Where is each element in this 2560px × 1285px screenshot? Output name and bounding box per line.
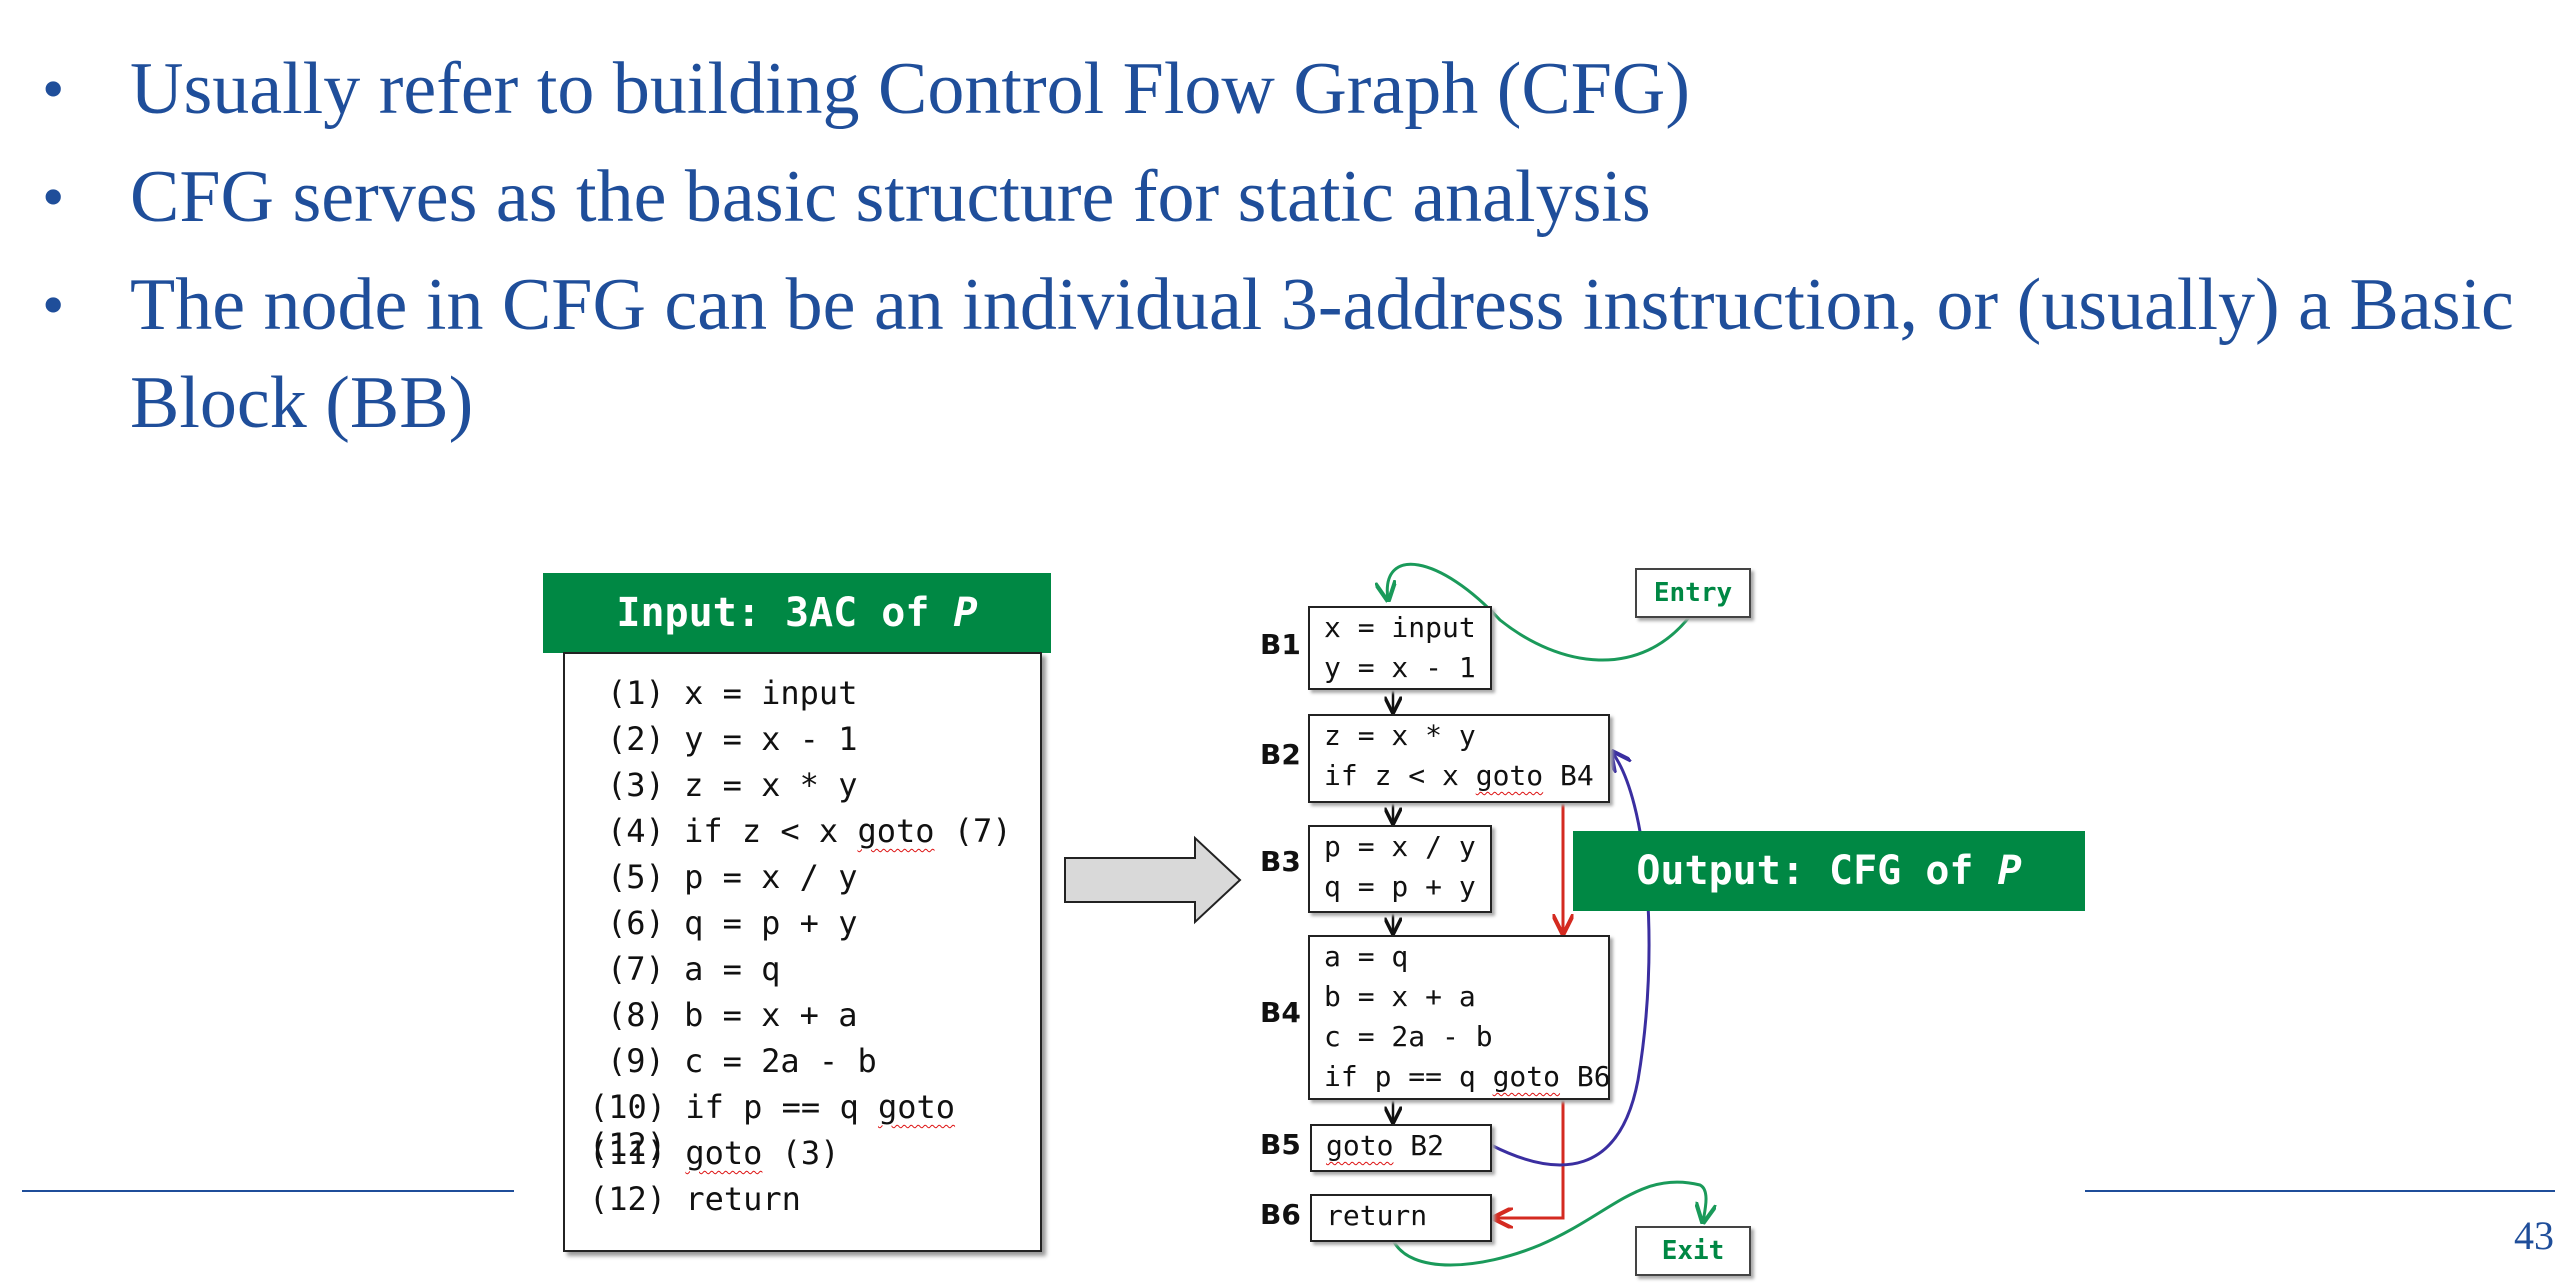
code-line: (1) x = input [607, 674, 858, 712]
code-line: (4) if z < x goto (7) [607, 812, 1012, 850]
edge-entry-b1 [1387, 562, 1692, 662]
code-line: (3) z = x * y [607, 766, 858, 804]
output-header: Output: CFG of P [1573, 831, 2085, 911]
block-line: z = x * y [1324, 719, 1476, 752]
block-line: if p == q goto B6 [1324, 1060, 1611, 1093]
basic-block-b4: a = q b = x + a c = 2a - b if p == q got… [1308, 935, 1611, 1100]
block-line: goto B2 [1326, 1129, 1445, 1162]
block-line: y = x - 1 [1324, 651, 1476, 684]
code-line: (6) q = p + y [607, 904, 858, 942]
edge-b5-b2 [1490, 752, 1651, 1167]
block-label-b5: B5 [1260, 1128, 1301, 1161]
bullet-item: •CFG serves as the basic structure for s… [42, 156, 1651, 238]
edge-b4-b6 [1494, 1097, 1565, 1218]
block-label-b2: B2 [1260, 738, 1301, 771]
block-line: a = q [1324, 940, 1409, 973]
block-line: if z < x goto B4 [1324, 759, 1594, 792]
block-label-b1: B1 [1260, 628, 1301, 661]
bullet-item: •Usually refer to building Control Flow … [42, 48, 1690, 130]
bullet-text: Usually refer to building Control Flow G… [130, 48, 1690, 130]
code-line: (7) a = q [607, 950, 781, 988]
basic-block-b5: goto B2 [1310, 1124, 1492, 1172]
basic-block-b6: return [1310, 1194, 1492, 1242]
edge-b6-exit [1391, 1180, 1706, 1267]
bullet-text: The node in CFG can be an individual 3-a… [130, 264, 2514, 444]
page-number: 43 [2514, 1213, 2554, 1258]
footer-rule-right [2085, 1190, 2555, 1192]
block-line: return [1326, 1199, 1428, 1232]
bullet-text: CFG serves as the basic structure for st… [130, 156, 1651, 238]
block-line: q = p + y [1324, 870, 1476, 903]
code-line: (9) c = 2a - b [607, 1042, 877, 1080]
basic-block-b2: z = x * y if z < x goto B4 [1308, 714, 1610, 803]
block-line: b = x + a [1324, 980, 1476, 1013]
footer-rule-left [22, 1190, 514, 1192]
code-line: (11) goto (3) [589, 1134, 840, 1172]
code-line: (12) return [589, 1180, 801, 1218]
block-line: c = 2a - b [1324, 1020, 1493, 1053]
basic-block-b3: p = x / y q = p + y [1308, 825, 1492, 913]
block-line: x = input [1324, 611, 1476, 644]
block-label-b3: B3 [1260, 845, 1301, 878]
code-line: (8) b = x + a [607, 996, 858, 1034]
entry-node: Entry [1635, 568, 1751, 618]
three-address-code-box: (1) x = input (2) y = x - 1 (3) z = x * … [563, 652, 1042, 1252]
transform-arrow [1064, 835, 1242, 925]
code-line: (5) p = x / y [607, 858, 858, 896]
block-label-b4: B4 [1260, 996, 1301, 1029]
block-label-b6: B6 [1260, 1198, 1301, 1231]
bullet-item: •The node in CFG can be an individual 3-… [42, 264, 2514, 444]
bullet-list: •Usually refer to building Control Flow … [40, 40, 2540, 462]
exit-node: Exit [1635, 1226, 1751, 1276]
block-line: p = x / y [1324, 830, 1476, 863]
basic-block-b1: x = input y = x - 1 [1308, 606, 1492, 690]
code-line: (10) if p == q goto (12) [589, 1088, 956, 1164]
code-line: (2) y = x - 1 [607, 720, 858, 758]
input-header: Input: 3AC of P [543, 573, 1051, 653]
